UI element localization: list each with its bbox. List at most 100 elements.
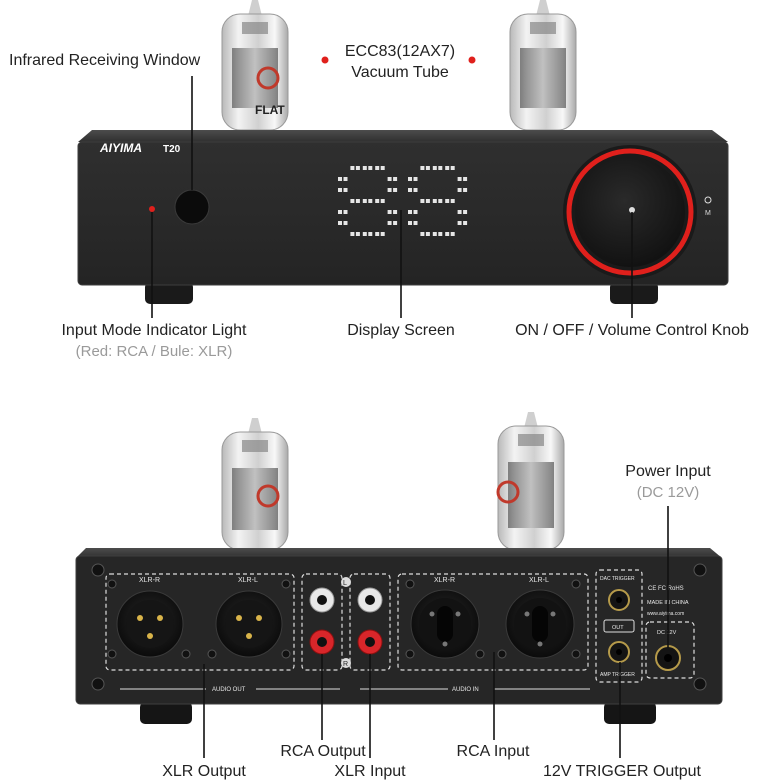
back-tube-right [496, 412, 565, 551]
display-dot [355, 199, 360, 203]
label-input-mode-indicator: Input Mode Indicator Light [61, 322, 247, 339]
front-foot-left [145, 282, 193, 304]
display-dot [387, 210, 392, 214]
display-dot [362, 199, 367, 203]
display-dot [393, 188, 398, 192]
xlr-l-out-text: XLR-L [238, 577, 258, 584]
xlr-input-right[interactable] [410, 589, 480, 659]
display-dot [432, 199, 437, 203]
display-dot [420, 199, 425, 203]
svg-text:M: M [705, 210, 711, 217]
dac-trigger-text: DAC TRIGGER [600, 576, 635, 582]
label-trigger-output: 12V TRIGGER Output [543, 763, 701, 780]
display-dot [408, 221, 412, 225]
display-dot [445, 232, 450, 236]
display-dot [413, 188, 418, 192]
dac-trigger-jack[interactable] [608, 589, 630, 611]
tube-bullet-left [321, 56, 329, 64]
display-dot [432, 232, 437, 236]
display-dot [425, 166, 430, 170]
rca-output-left[interactable] [309, 587, 335, 613]
display-dot [362, 166, 367, 170]
tube-bullet-right [468, 56, 476, 64]
cert-text: CE FC RoHS [648, 586, 684, 592]
front-view: FLAT AIYIMA T20 M [77, 0, 729, 304]
display-dot [438, 199, 443, 203]
display-dot [375, 166, 380, 170]
display-dot [420, 232, 425, 236]
display-dot [408, 210, 412, 214]
out-text: OUT [612, 625, 624, 631]
display-dot [438, 166, 443, 170]
label-display-screen: Display Screen [347, 322, 455, 339]
display-dot [343, 210, 348, 214]
front-chassis-face [77, 141, 729, 286]
xlr-output-right[interactable] [116, 590, 184, 658]
label-tube-name: ECC83(12AX7) [344, 43, 456, 60]
display-dot [338, 188, 342, 192]
label-xlr-output: XLR Output [162, 763, 246, 780]
display-dot [413, 177, 418, 181]
display-dot [380, 232, 385, 236]
display-dot [457, 177, 462, 181]
display-dot [450, 232, 455, 236]
amp-trigger-text: AMP TRIGGER [600, 672, 635, 678]
display-dot [393, 177, 398, 181]
display-dot [355, 232, 360, 236]
display-dot [450, 166, 455, 170]
display-dot [457, 210, 462, 214]
display-dot [425, 199, 430, 203]
display-dot [420, 166, 425, 170]
xlr-output-left[interactable] [215, 590, 283, 658]
xlr-l-in-text: XLR-L [529, 577, 549, 584]
display-dot [463, 188, 468, 192]
display-dot [355, 166, 360, 170]
site-text: www.aiyima.com [647, 611, 684, 617]
back-view: L R XLR-R XLR-L [75, 412, 723, 724]
display-dot [408, 188, 412, 192]
display-dot [450, 199, 455, 203]
back-foot-left [140, 702, 192, 724]
xlr-r-in-text: XLR-R [434, 577, 455, 584]
infrared-receiving-window [174, 189, 210, 225]
display-dot [343, 188, 348, 192]
power-mode-icon: M [704, 196, 712, 217]
amp-trigger-jack[interactable] [608, 641, 630, 663]
label-xlr-input: XLR Input [334, 763, 406, 780]
panel-screws [91, 563, 707, 691]
volume-control-knob[interactable] [563, 145, 697, 279]
display-dot [387, 221, 392, 225]
xlr-r-out-text: XLR-R [139, 577, 160, 584]
display-dot [343, 221, 348, 225]
label-rca-output: RCA Output [280, 743, 366, 760]
display-dot [350, 199, 355, 203]
brand-logo: AIYIMA [99, 141, 142, 155]
rca-input-left[interactable] [357, 587, 383, 613]
rca-r-mark: R [343, 661, 348, 668]
back-foot-right [604, 702, 656, 724]
display-dot [463, 177, 468, 181]
label-indicator-note: (Red: RCA / Bule: XLR) [75, 343, 233, 360]
display-dot [338, 177, 342, 181]
dc-power-jack[interactable] [655, 645, 681, 671]
display-dot [387, 188, 392, 192]
model-label: T20 [163, 144, 181, 155]
display-dot [380, 199, 385, 203]
display-dot [463, 210, 468, 214]
rca-l-mark: L [343, 580, 347, 587]
display-dot [343, 177, 348, 181]
rca-output-right[interactable] [309, 629, 335, 655]
front-tube-left: FLAT [221, 0, 289, 131]
display-dot [457, 188, 462, 192]
dc-text: DC 12V [657, 630, 677, 636]
display-dot [338, 210, 342, 214]
display-screen [338, 166, 468, 236]
xlr-input-left[interactable] [505, 589, 575, 659]
rca-input-right[interactable] [357, 629, 383, 655]
label-rca-input: RCA Input [456, 743, 530, 760]
display-dot [413, 210, 418, 214]
display-dot [445, 166, 450, 170]
display-dot [387, 177, 392, 181]
display-dot [375, 232, 380, 236]
audio-in-text: AUDIO IN [452, 687, 479, 693]
